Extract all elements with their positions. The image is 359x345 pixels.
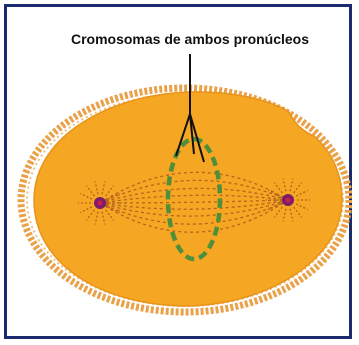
chromosomes-label: Cromosomas de ambos pronúcleos bbox=[71, 31, 309, 47]
left-centrosome bbox=[94, 197, 106, 209]
right-centrosome bbox=[282, 194, 294, 206]
figure-frame: Cromosomas de ambos pronúcleos bbox=[4, 4, 352, 339]
zygote-diagram: Cromosomas de ambos pronúcleos bbox=[4, 4, 352, 339]
cell-body bbox=[34, 92, 342, 306]
